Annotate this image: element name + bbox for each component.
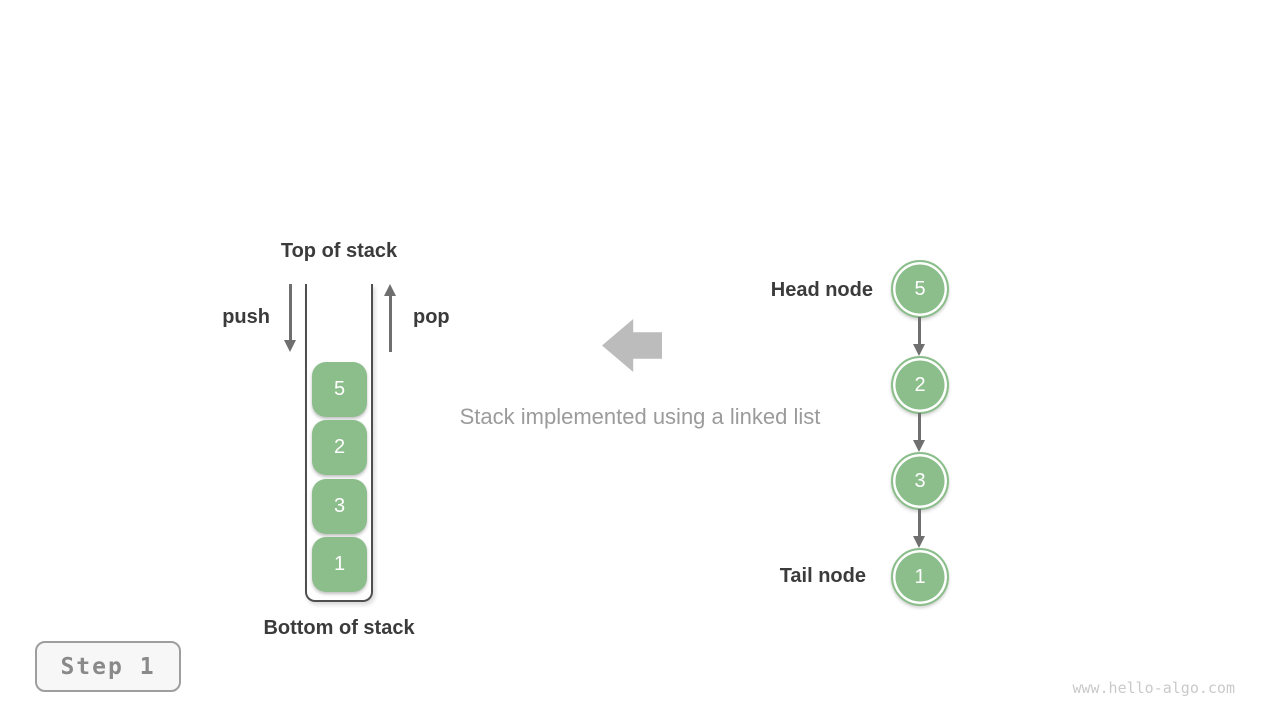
arrow-left-icon xyxy=(602,319,662,372)
linked-list-node: 2 xyxy=(891,356,949,414)
linked-list-node: 5 xyxy=(891,260,949,318)
stack-container xyxy=(305,284,373,602)
watermark-text: www.hello-algo.com xyxy=(1072,679,1235,697)
tail-node-label: Tail node xyxy=(779,565,866,587)
stack-item: 1 xyxy=(312,537,367,592)
stack-item: 5 xyxy=(312,362,367,417)
bottom-of-stack-label: Bottom of stack xyxy=(263,617,415,639)
stack-item: 3 xyxy=(312,479,367,534)
head-node-label: Head node xyxy=(770,279,873,301)
top-of-stack-label: Top of stack xyxy=(280,240,398,262)
pop-label: pop xyxy=(413,306,450,328)
stack-item: 2 xyxy=(312,420,367,475)
step-badge: Step 1 xyxy=(35,641,181,692)
linked-list-node: 3 xyxy=(891,452,949,510)
push-label: push xyxy=(222,306,270,328)
linked-list-node: 1 xyxy=(891,548,949,606)
caption-text: Stack implemented using a linked list xyxy=(459,404,821,429)
